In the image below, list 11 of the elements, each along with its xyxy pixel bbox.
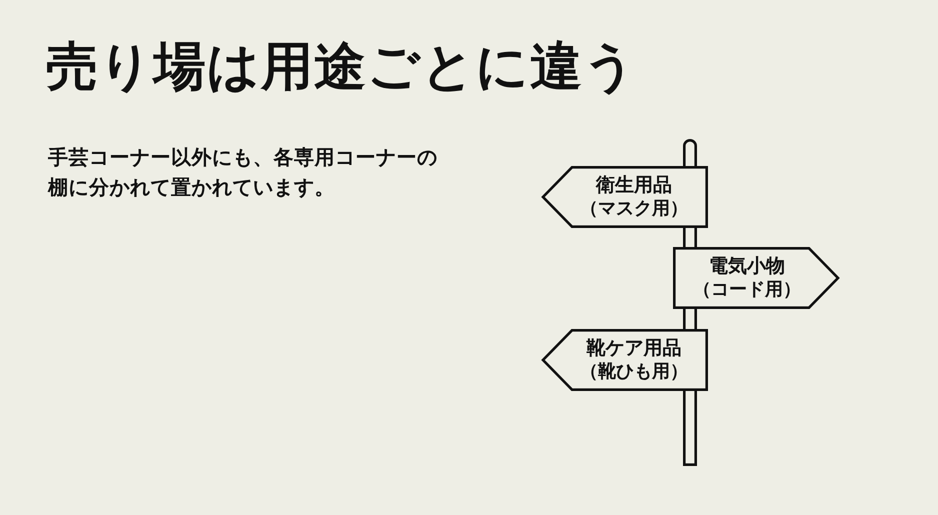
sign-label: 靴ケア用品 — [586, 337, 682, 360]
direction-sign — [540, 166, 708, 228]
title: 売り場は用途ごとに違う — [46, 36, 638, 98]
sign-sublabel: （マスク用） — [580, 197, 688, 220]
direction-sign — [540, 329, 708, 391]
direction-sign — [673, 247, 841, 309]
body-text: 手芸コーナー以外にも、各専用コーナーの棚に分かれて置かれています。 — [48, 144, 438, 201]
sign-sublabel: （靴ひも用） — [580, 360, 688, 383]
sign-label: 電気小物 — [709, 255, 785, 278]
sign-sublabel: （コード用） — [693, 278, 801, 301]
sign-label: 衛生用品 — [596, 174, 672, 197]
